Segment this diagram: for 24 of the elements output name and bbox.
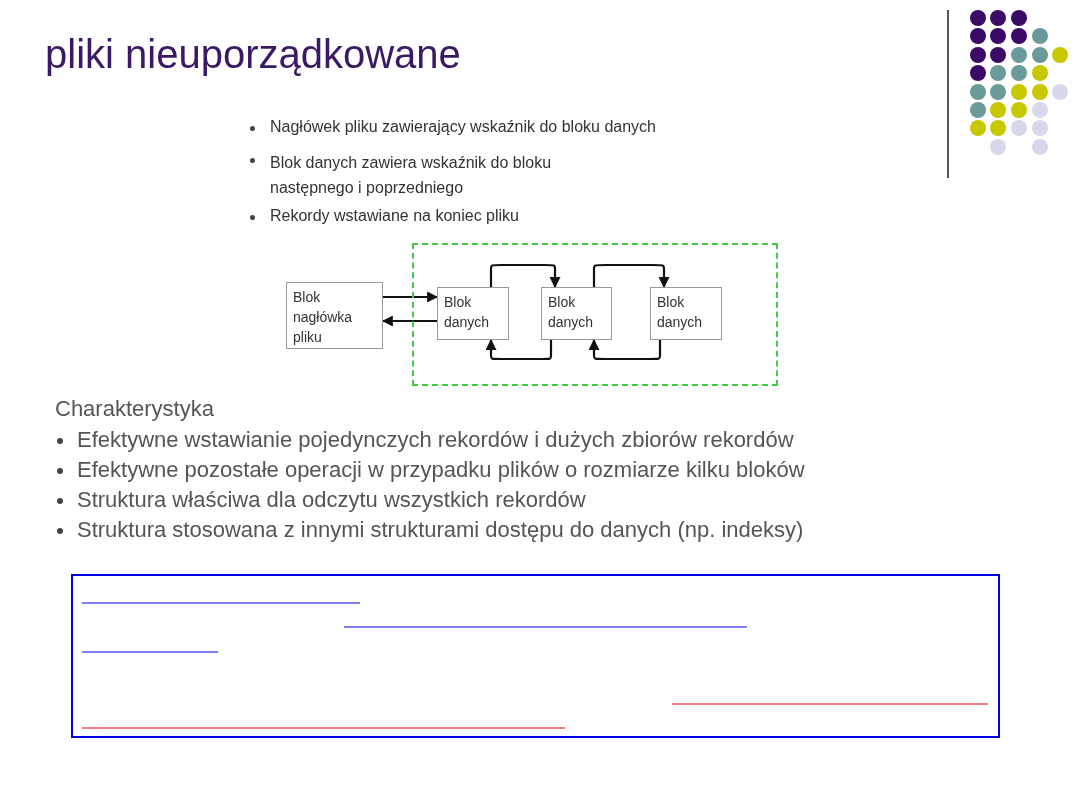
block-box bbox=[541, 287, 612, 340]
bullet-text: Blok danych zawiera wskaźnik do bloku następnego i poprzedniego bbox=[248, 150, 570, 200]
bullet-text: Nagłówek pliku zawierający wskaźnik do bloku danych bbox=[248, 118, 656, 136]
bullet-text: Struktura stosowana z innymi strukturami dostępu do danych (np. indeksy) bbox=[55, 517, 804, 543]
arrow bbox=[381, 315, 437, 327]
block-label: Blok danych bbox=[444, 293, 491, 332]
arrow bbox=[485, 338, 553, 361]
dashed-group-box bbox=[412, 243, 778, 386]
bullet-text: Efektywne pozostałe operacji w przypadku plików o rozmiarze kilku bloków bbox=[55, 457, 805, 483]
arrow bbox=[489, 263, 561, 289]
bullet-text: Rekordy wstawiane na koniec pliku bbox=[248, 207, 519, 225]
bullet-text: Struktura właściwa dla odczytu wszystkich rekordów bbox=[55, 487, 586, 513]
bullet-text: Efektywne wstawianie pojedynczych rekordów i dużych zbiorów rekordów bbox=[55, 427, 794, 453]
section-heading: Charakterystyka bbox=[55, 396, 214, 422]
arrow bbox=[592, 263, 670, 289]
block-box bbox=[437, 287, 509, 340]
block-box bbox=[286, 282, 383, 349]
block-label: Blok danych bbox=[657, 293, 704, 332]
block-box bbox=[650, 287, 722, 340]
arrow bbox=[588, 338, 662, 361]
block-label: Blok danych bbox=[548, 293, 595, 332]
slide-title: pliki nieuporządkowane bbox=[45, 32, 461, 77]
arrow bbox=[383, 291, 439, 303]
block-label: Blok nagłówka pliku bbox=[293, 288, 354, 347]
